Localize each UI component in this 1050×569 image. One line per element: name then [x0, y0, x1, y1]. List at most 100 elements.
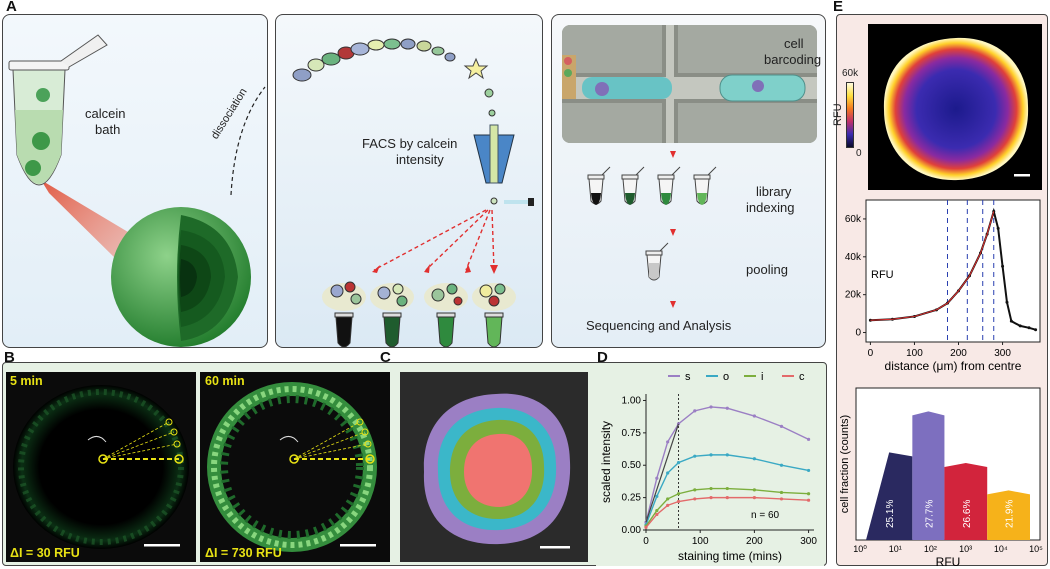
panel-letter-b: B: [4, 349, 15, 366]
y-tick-label: 1.00: [622, 395, 642, 406]
panel-a-sequencing: cell barcoding library indexing pooling …: [551, 14, 826, 348]
data-point-c: [779, 497, 784, 501]
series-line-s: [645, 406, 809, 523]
y-tick-label: 0.50: [622, 460, 642, 471]
x-tick-label: 10¹: [889, 544, 902, 554]
legend-label-i: i: [761, 371, 763, 383]
data-point-c: [676, 499, 681, 504]
scale-bar: [340, 544, 376, 547]
data-point-s: [779, 424, 784, 428]
cell-barcoding-line1: cell: [784, 36, 804, 51]
data-point-s: [666, 440, 670, 444]
y-tick-label: 0.00: [622, 525, 642, 536]
panel-a-calcein-bath: calcein bath dissociation: [2, 14, 268, 348]
indexing-illustration: [587, 151, 717, 308]
histogram-bin-2: [912, 411, 945, 540]
data-point-o: [752, 457, 756, 461]
pooled-tube-icon: [645, 242, 669, 281]
profile-point: [1001, 264, 1005, 268]
data-point-o: [779, 463, 784, 467]
panel-a-facs: FACS by calcein intensity: [275, 14, 543, 348]
data-point-i: [806, 492, 811, 496]
chart-background: [596, 364, 824, 566]
bin-percentage-label: 25.1%: [885, 500, 896, 528]
colorbar: [846, 82, 854, 148]
calcein-bath-illustration: [8, 34, 266, 347]
y-tick-label: 40k: [845, 252, 862, 263]
colorbar-min: 0: [856, 148, 862, 159]
data-point-c: [693, 497, 697, 501]
scale-bar: [144, 544, 180, 547]
panel-letter-e: E: [833, 0, 844, 15]
series-line-o: [645, 454, 809, 526]
data-point-c: [644, 525, 648, 530]
profile-point: [1009, 319, 1013, 323]
layer-c: [464, 433, 533, 507]
legend-label-s: s: [685, 371, 691, 383]
x-tick-label: 300: [994, 348, 1011, 359]
x-tick-label: 10³: [959, 544, 972, 554]
scale-bar: [540, 546, 570, 549]
data-point-c: [752, 496, 756, 500]
colorbar-max: 60k: [842, 68, 859, 79]
x-axis-label: staining time (mins): [678, 549, 782, 563]
y-tick-label: 0.75: [622, 428, 642, 439]
microfluidic-image: [562, 25, 817, 143]
calcein-label: calcein: [85, 106, 126, 121]
x-tick-label: 10²: [924, 544, 937, 554]
legend-label-c: c: [799, 371, 805, 383]
time-label-60min: 60 min: [205, 374, 245, 388]
cell-barcoding-line2: barcoding: [764, 52, 822, 67]
collection-tubes: [322, 281, 516, 347]
data-point-i: [709, 486, 713, 491]
bin-percentage-label: 26.6%: [962, 500, 973, 528]
data-point-i: [725, 486, 729, 491]
y-axis-label: cell fraction (counts): [839, 415, 851, 513]
data-point-s: [752, 414, 756, 418]
profile-point: [996, 226, 1000, 230]
bin-percentage-label: 21.9%: [1005, 500, 1016, 528]
data-point-s: [693, 409, 697, 413]
data-point-s: [806, 437, 811, 441]
indexing-tubes: [587, 166, 717, 205]
panel-letter-a: A: [6, 0, 17, 15]
time-label-5min: 5 min: [10, 374, 43, 388]
panel-letter-c: C: [380, 349, 391, 366]
data-point-c: [655, 512, 659, 517]
series-line-c: [645, 496, 809, 528]
library-label-line2: indexing: [746, 200, 795, 215]
y-tick-label: 20k: [845, 290, 862, 301]
data-point-i: [752, 488, 756, 492]
y-axis-label: scaled intensity: [599, 421, 613, 503]
x-tick-label: 0: [868, 348, 874, 359]
fit-curve: [870, 211, 995, 321]
data-point-c: [806, 498, 811, 502]
library-label-line1: library: [756, 184, 792, 199]
histogram-bin-4: [987, 490, 1030, 540]
x-tick-label: 10⁴: [994, 544, 1008, 554]
y-tick-label: 60k: [845, 214, 862, 225]
heatmap-image: [868, 24, 1042, 190]
data-point-s: [725, 406, 729, 410]
y-tick-label: 0.25: [622, 493, 642, 504]
y-axis-label: RFU: [871, 269, 894, 281]
profile-point: [1034, 328, 1038, 332]
profile-point: [1027, 326, 1031, 330]
data-point-o: [725, 453, 729, 457]
data-point-c: [725, 496, 729, 500]
facs-nozzle-icon: [473, 124, 534, 206]
legend-label-o: o: [723, 371, 729, 383]
x-axis-label: RFU: [936, 555, 961, 568]
sequencing-label: Sequencing and Analysis: [586, 318, 732, 333]
profile-point: [1005, 300, 1009, 304]
sort-arrows: [373, 209, 495, 271]
data-point-i: [676, 492, 681, 496]
data-point-s: [709, 405, 713, 409]
data-point-i: [693, 488, 697, 492]
histogram-bin-1: [866, 452, 913, 540]
x-tick-label: 100: [692, 536, 709, 547]
data-point-o: [666, 471, 670, 475]
eppendorf-tube-icon: [8, 34, 108, 186]
